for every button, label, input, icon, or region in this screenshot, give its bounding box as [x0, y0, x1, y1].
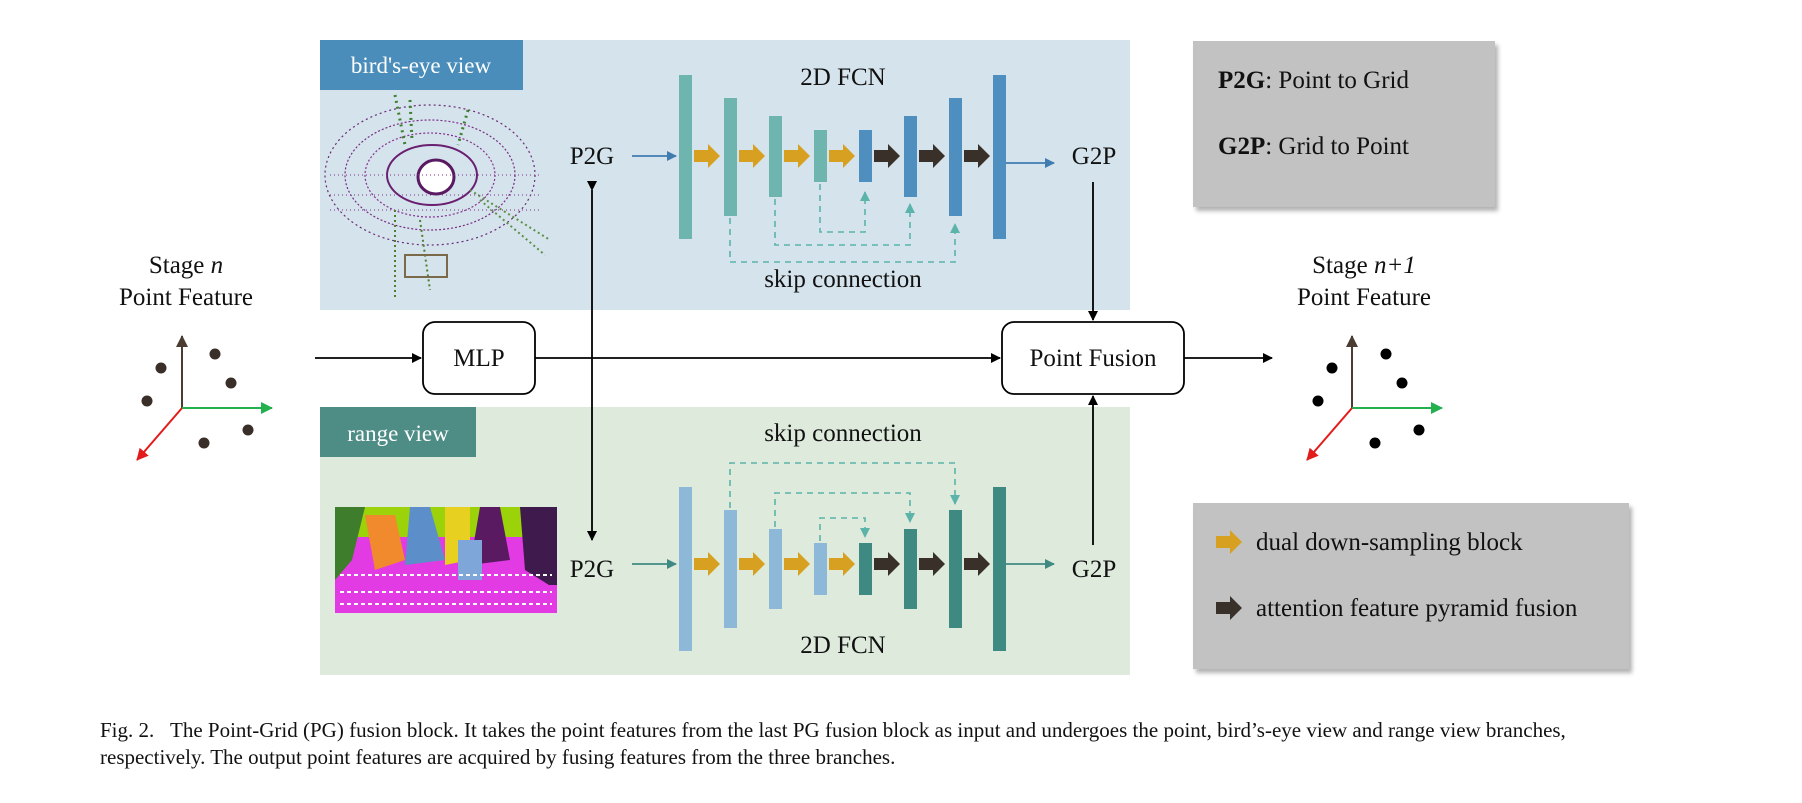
range-fcn-label: 2D FCN	[800, 632, 885, 659]
bev-attention-arrows	[874, 144, 990, 168]
point-fusion-label: Point Fusion	[1029, 345, 1157, 372]
range-fcn-bar	[814, 543, 827, 595]
bev-fcn-bar	[679, 75, 692, 239]
output-point-feature-label: Point Feature	[1297, 284, 1431, 311]
bev-fcn-bar	[949, 98, 962, 216]
figure-caption: Fig. 2. The Point-Grid (PG) fusion block…	[100, 717, 1660, 771]
bev-g2p-label: G2P	[1072, 143, 1116, 170]
input-point-cloud-icon	[136, 335, 273, 461]
range-fcn-bar	[904, 529, 917, 609]
bev-fcn-label: 2D FCN	[800, 64, 885, 91]
attention-legend-label: attention feature pyramid fusion	[1256, 595, 1578, 622]
input-stage-label: Stage n	[149, 252, 223, 279]
bev-fcn-bar	[724, 98, 737, 216]
range-fcn-bar	[724, 510, 737, 628]
mlp-label: MLP	[453, 345, 504, 372]
caption-label: Fig. 2.	[100, 718, 155, 742]
bev-downsample-arrows	[694, 144, 855, 168]
bev-tag-label: bird's-eye view	[351, 53, 492, 78]
bev-fcn-bar	[769, 116, 782, 197]
caption-text: The Point-Grid (PG) fusion block. It tak…	[100, 718, 1566, 769]
range-fcn-bar	[859, 543, 872, 595]
abbrev-legend-p2g: P2G: Point to Grid	[1218, 67, 1409, 94]
range-tag-box	[320, 407, 476, 457]
attention-legend-arrow-icon	[1216, 596, 1242, 620]
bev-tag-box	[320, 40, 523, 90]
downsample-legend-arrow-icon	[1216, 530, 1242, 554]
bev-skip-connections	[729, 184, 960, 263]
bev-fcn-bar	[993, 75, 1006, 239]
bev-p2g-label: P2G	[570, 143, 614, 170]
range-fcn-bar	[679, 487, 692, 651]
output-stage-label: Stage n+1	[1312, 252, 1416, 279]
range-p2g-label: P2G	[570, 556, 614, 583]
input-point-feature-label: Point Feature	[119, 284, 253, 311]
bev-fcn-bar	[814, 130, 827, 182]
range-fcn-bar	[993, 487, 1006, 651]
range-skip-label: skip connection	[764, 420, 922, 447]
bev-fcn-bar	[859, 130, 872, 182]
range-fcn-bar	[769, 529, 782, 609]
arrow-legend-box	[1193, 503, 1629, 669]
range-g2p-label: G2P	[1072, 556, 1116, 583]
range-fcn-bar	[949, 510, 962, 628]
output-point-cloud-icon	[1306, 335, 1443, 461]
range-skip-connections	[729, 462, 960, 541]
range-attention-arrows	[874, 552, 990, 576]
abbrev-legend-box	[1193, 41, 1495, 207]
range-image	[335, 507, 557, 613]
bev-skip-label: skip connection	[764, 266, 922, 293]
range-tag-label: range view	[347, 421, 449, 446]
range-downsample-arrows	[694, 552, 855, 576]
downsample-legend-label: dual down-sampling block	[1256, 529, 1523, 556]
bev-pointcloud-image	[324, 94, 551, 300]
abbrev-legend-g2p: G2P: Grid to Point	[1218, 133, 1409, 160]
bev-fcn-bar	[904, 116, 917, 197]
